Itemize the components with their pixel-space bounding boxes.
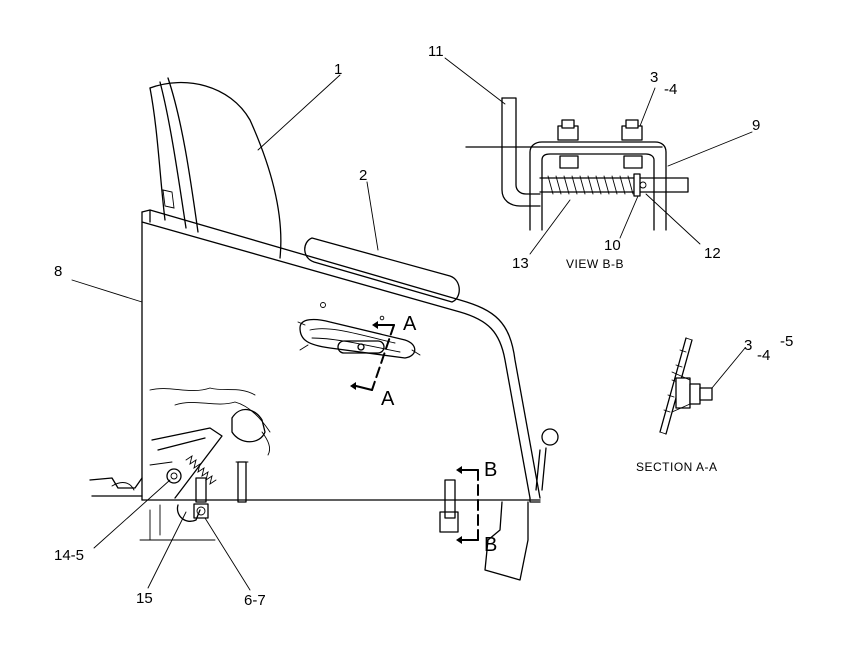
callout-4-section: -4 (757, 347, 770, 364)
lower-mechanism (89, 387, 271, 541)
section-a-bottom-label: A (381, 388, 395, 410)
callout-2: 2 (359, 167, 367, 184)
seat-cushion (304, 237, 460, 303)
lever-knob (535, 428, 559, 491)
callout-10: 10 (604, 237, 621, 254)
section-a-top-label: A (403, 313, 417, 335)
callout-15: 15 (136, 590, 153, 607)
adjustment-slot (297, 318, 421, 359)
section-aa-detail (659, 337, 713, 435)
side-panel (141, 209, 541, 581)
section-b-cutline: B B (439, 459, 497, 556)
seat-back (149, 77, 282, 259)
callout-12: 12 (704, 245, 721, 262)
callout-3-section: 3 (744, 337, 752, 354)
leader-lines (71, 57, 753, 591)
callout-1: 1 (334, 61, 342, 78)
callout-5-section: -5 (780, 333, 793, 350)
callout-6-7: 6-7 (244, 592, 266, 609)
section-a-cutline: A A (350, 313, 417, 410)
captions: VIEW B-B SECTION A-A (566, 257, 718, 474)
callout-11: 11 (428, 43, 444, 60)
callout-9: 9 (752, 117, 760, 134)
seat-assembly: A A B B (89, 77, 559, 581)
callout-4-top: -4 (664, 81, 677, 98)
section-b-bottom-label: B (484, 534, 497, 556)
callout-14-5: 14-5 (54, 547, 84, 564)
section-aa-caption: SECTION A-A (636, 460, 718, 474)
view-bb-caption: VIEW B-B (566, 257, 624, 271)
callout-labels: 1 2 3 -4 9 10 11 12 13 8 3 -4 -5 14-5 15… (54, 43, 793, 609)
section-b-top-label: B (484, 459, 497, 481)
view-bb-detail (465, 97, 689, 231)
callout-8: 8 (54, 263, 62, 280)
callout-13: 13 (512, 255, 529, 272)
callout-3-top: 3 (650, 69, 658, 86)
